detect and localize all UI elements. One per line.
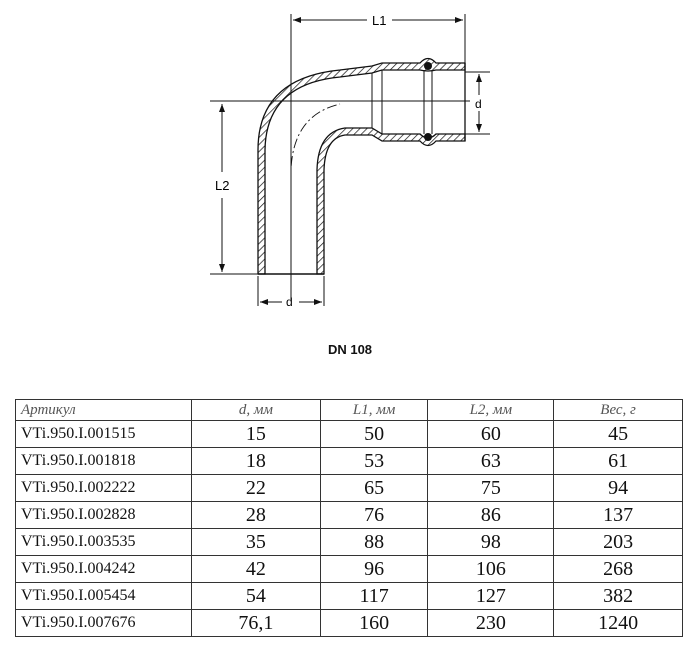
header-l1: L1, мм bbox=[319, 399, 429, 421]
o-ring-top bbox=[424, 62, 432, 70]
header-d: d, мм bbox=[191, 399, 321, 421]
cell-l2: 63 bbox=[427, 447, 555, 475]
table-row: VTi.950.I.001515 15 50 60 45 bbox=[14, 420, 683, 448]
table-row: VTi.950.I.005454 54 117 127 382 bbox=[14, 582, 683, 610]
cell-article: VTi.950.I.004242 bbox=[14, 555, 193, 583]
cell-l2: 106 bbox=[427, 555, 555, 583]
header-article: Артикул bbox=[14, 399, 193, 421]
cell-d: 28 bbox=[191, 501, 321, 529]
cell-article: VTi.950.I.003535 bbox=[14, 528, 193, 556]
table-row: VTi.950.I.003535 35 88 98 203 bbox=[14, 528, 683, 556]
header-l2: L2, мм bbox=[427, 399, 555, 421]
l1-label: L1 bbox=[372, 13, 386, 28]
table-header-row: Артикул d, мм L1, мм L2, мм Вес, г bbox=[14, 399, 683, 421]
table-row: VTi.950.I.001818 18 53 63 61 bbox=[14, 447, 683, 475]
cell-d: 15 bbox=[191, 420, 321, 448]
d-bottom-label: d bbox=[286, 295, 293, 309]
cell-weight: 45 bbox=[553, 420, 683, 448]
cell-article: VTi.950.I.001818 bbox=[14, 447, 193, 475]
elbow-fitting-drawing: L1 d L2 bbox=[0, 0, 700, 320]
cell-l1: 65 bbox=[319, 474, 429, 502]
cell-weight: 1240 bbox=[553, 609, 683, 637]
d-right-dimension: d bbox=[465, 71, 490, 135]
specification-table: Артикул d, мм L1, мм L2, мм Вес, г VTi.9… bbox=[14, 399, 683, 637]
o-ring-bottom bbox=[424, 133, 432, 141]
cell-l1: 88 bbox=[319, 528, 429, 556]
cell-article: VTi.950.I.007676 bbox=[14, 609, 193, 637]
cell-weight: 382 bbox=[553, 582, 683, 610]
cell-l2: 230 bbox=[427, 609, 555, 637]
cell-article: VTi.950.I.005454 bbox=[14, 582, 193, 610]
cell-weight: 268 bbox=[553, 555, 683, 583]
table-row: VTi.950.I.002222 22 65 75 94 bbox=[14, 474, 683, 502]
l2-dimension: L2 bbox=[210, 100, 470, 275]
header-weight: Вес, г bbox=[553, 399, 683, 421]
cell-weight: 94 bbox=[553, 474, 683, 502]
cell-l1: 117 bbox=[319, 582, 429, 610]
cell-l1: 76 bbox=[319, 501, 429, 529]
cell-d: 18 bbox=[191, 447, 321, 475]
cell-l2: 75 bbox=[427, 474, 555, 502]
d-bottom-dimension: d bbox=[257, 276, 325, 309]
cell-l2: 86 bbox=[427, 501, 555, 529]
cell-weight: 61 bbox=[553, 447, 683, 475]
cell-l1: 160 bbox=[319, 609, 429, 637]
cell-l1: 53 bbox=[319, 447, 429, 475]
l2-label: L2 bbox=[215, 178, 229, 193]
cell-weight: 137 bbox=[553, 501, 683, 529]
table-row: VTi.950.I.004242 42 96 106 268 bbox=[14, 555, 683, 583]
cell-article: VTi.950.I.001515 bbox=[14, 420, 193, 448]
cell-l1: 96 bbox=[319, 555, 429, 583]
cell-d: 54 bbox=[191, 582, 321, 610]
table-row: VTi.950.I.002828 28 76 86 137 bbox=[14, 501, 683, 529]
dn-caption: DN 108 bbox=[327, 342, 373, 357]
cell-article: VTi.950.I.002222 bbox=[14, 474, 193, 502]
cell-d: 76,1 bbox=[191, 609, 321, 637]
table-row: VTi.950.I.007676 76,1 160 230 1240 bbox=[14, 609, 683, 637]
cell-weight: 203 bbox=[553, 528, 683, 556]
cell-l2: 60 bbox=[427, 420, 555, 448]
cell-article: VTi.950.I.002828 bbox=[14, 501, 193, 529]
cell-d: 35 bbox=[191, 528, 321, 556]
cell-l2: 98 bbox=[427, 528, 555, 556]
cell-d: 22 bbox=[191, 474, 321, 502]
cell-l1: 50 bbox=[319, 420, 429, 448]
cell-d: 42 bbox=[191, 555, 321, 583]
elbow-body bbox=[257, 57, 470, 290]
cell-l2: 127 bbox=[427, 582, 555, 610]
d-right-label: d bbox=[475, 97, 482, 111]
